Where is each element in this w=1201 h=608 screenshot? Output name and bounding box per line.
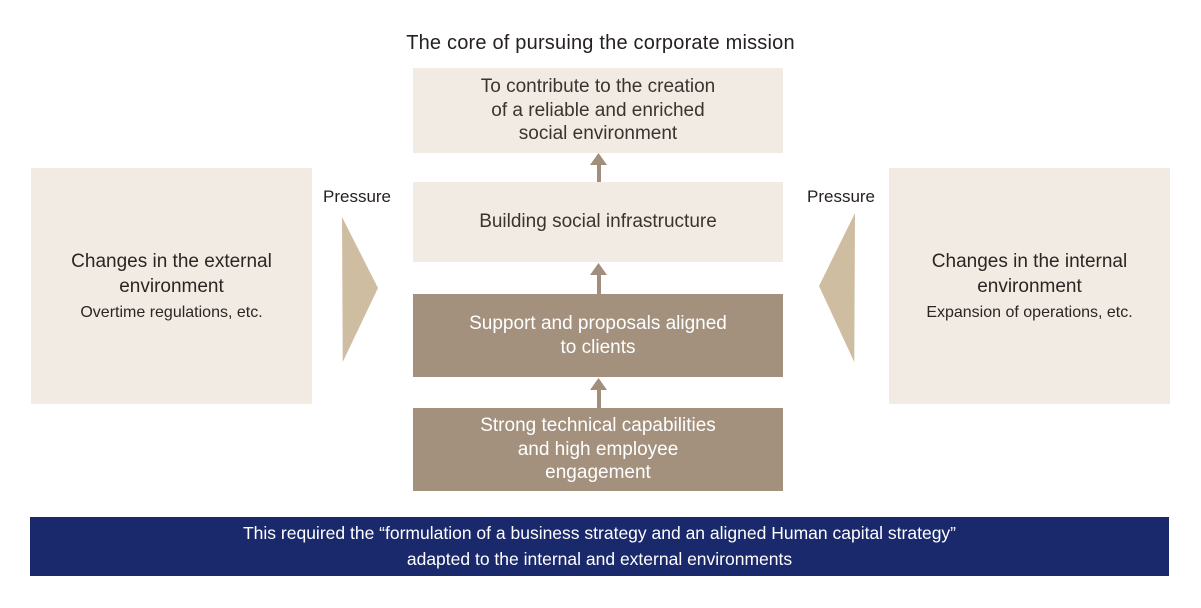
up-arrow-head-icon	[590, 378, 607, 390]
up-arrow-icon	[590, 263, 607, 294]
up-arrow-icon	[590, 153, 607, 182]
technical-capabilities-box: Strong technical capabilities and high e…	[413, 408, 783, 491]
mission-box: To contribute to the creation of a relia…	[413, 68, 783, 153]
up-arrow-head-icon	[590, 153, 607, 165]
external-environment-panel: Changes in the external environment Over…	[31, 168, 312, 404]
up-arrow-shaft	[596, 390, 601, 408]
pressure-label-right: Pressure	[806, 187, 876, 206]
up-arrow-shaft	[596, 165, 601, 182]
internal-environment-subtitle: Expansion of operations, etc.	[926, 303, 1133, 321]
internal-environment-panel: Changes in the internal environment Expa…	[889, 168, 1170, 404]
external-environment-title: Changes in the external environment	[71, 251, 272, 297]
pressure-arrow-left-icon	[819, 213, 855, 362]
diagram-title: The core of pursuing the corporate missi…	[406, 32, 795, 54]
pressure-arrow-right-icon	[342, 217, 378, 362]
up-arrow-head-icon	[590, 263, 607, 275]
support-proposals-box: Support and proposals aligned to clients	[413, 294, 783, 377]
up-arrow-icon	[590, 378, 607, 408]
conclusion-banner-line2: adapted to the internal and external env…	[406, 548, 793, 569]
infrastructure-box: Building social infrastructure	[413, 182, 783, 262]
conclusion-banner-line1: This required the “formulation of a busi…	[242, 523, 957, 544]
up-arrow-shaft	[596, 275, 601, 294]
internal-environment-title: Changes in the internal environment	[931, 251, 1128, 297]
external-environment-subtitle: Overtime regulations, etc.	[80, 303, 263, 321]
conclusion-banner: This required the “formulation of a busi…	[30, 517, 1169, 576]
pressure-label-left: Pressure	[322, 187, 392, 206]
